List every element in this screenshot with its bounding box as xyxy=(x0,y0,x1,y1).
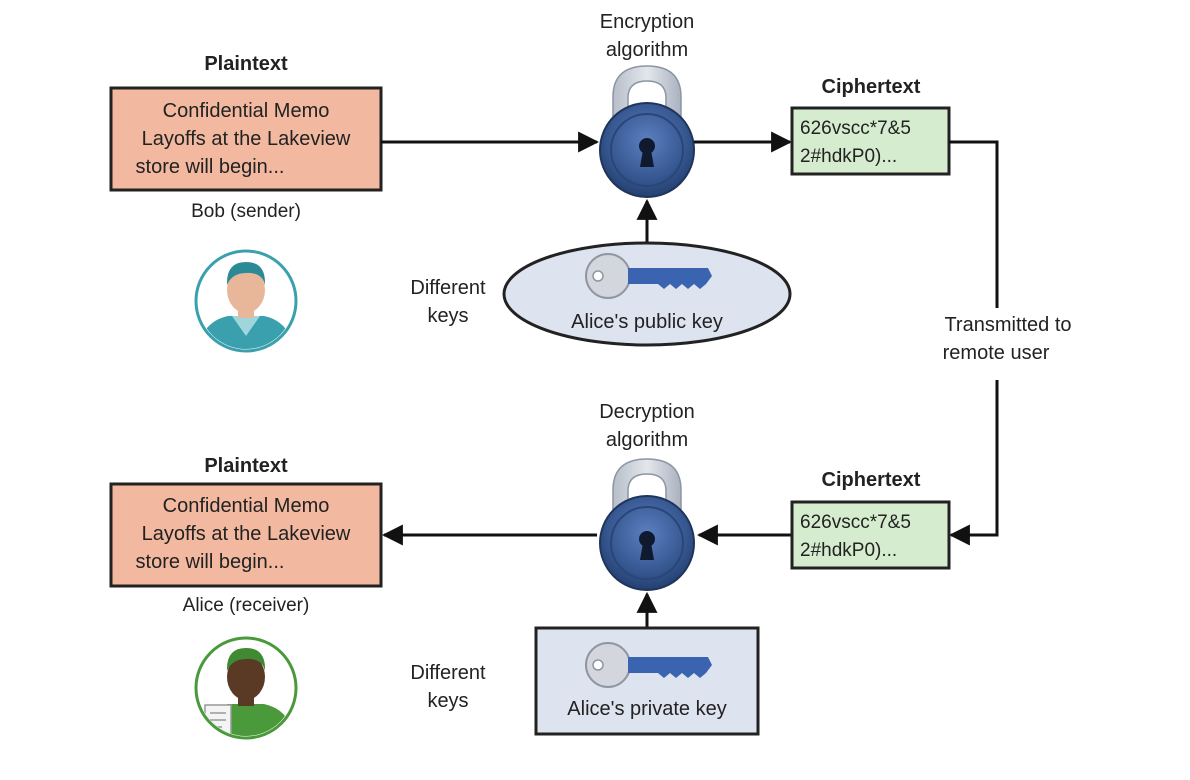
public-key-ellipse xyxy=(502,241,792,347)
transmitted-label-line-2: remote user xyxy=(943,342,1050,364)
receiver-label: Alice (receiver) xyxy=(183,595,310,616)
private-key-icon xyxy=(585,642,712,688)
encryption-algorithm-line-1: Encryption xyxy=(600,11,695,33)
bob-avatar-icon xyxy=(194,249,298,353)
decryption-algorithm-line-2: algorithm xyxy=(606,429,688,451)
transmit-line-lower xyxy=(948,380,999,546)
ciphertext-box-bottom xyxy=(790,500,951,570)
different-keys-line-1-bottom: Different xyxy=(410,662,486,684)
transmitted-label-line-1: Transmitted to xyxy=(944,314,1071,336)
public-key-icon xyxy=(585,253,712,299)
memo-line-3-top: store will begin... xyxy=(136,156,285,178)
plaintext-heading-top: Plaintext xyxy=(204,53,288,75)
plaintext-memo-box-bottom xyxy=(109,482,383,588)
plaintext-memo-box-top xyxy=(109,86,383,192)
private-key-label: Alice's private key xyxy=(567,698,726,720)
sender-label: Bob (sender) xyxy=(191,201,301,222)
different-keys-line-1-top: Different xyxy=(410,277,486,299)
different-keys-line-2-top: keys xyxy=(427,305,468,327)
cipher-line-2-bottom: 2#hdkP0)... xyxy=(800,540,897,561)
cipher-line-1-top: 626vscc*7&5 xyxy=(800,118,911,139)
different-keys-line-2-bottom: keys xyxy=(427,690,468,712)
memo-line-1-bottom: Confidential Memo xyxy=(163,495,330,517)
memo-line-3-bottom: store will begin... xyxy=(136,551,285,573)
cipher-line-1-bottom: 626vscc*7&5 xyxy=(800,512,911,533)
decryption-lock-icon xyxy=(599,458,695,591)
alice-avatar-icon xyxy=(194,636,298,740)
memo-line-2-top: Layoffs at the Lakeview xyxy=(142,128,351,150)
memo-line-2-bottom: Layoffs at the Lakeview xyxy=(142,523,351,545)
encryption-algorithm-line-2: algorithm xyxy=(606,39,688,61)
public-key-label: Alice's public key xyxy=(571,311,723,333)
private-key-box xyxy=(534,626,760,736)
encryption-lock-icon xyxy=(599,65,695,198)
memo-line-1-top: Confidential Memo xyxy=(163,100,330,122)
cipher-line-2-top: 2#hdkP0)... xyxy=(800,146,897,167)
decryption-algorithm-line-1: Decryption xyxy=(599,401,695,423)
ciphertext-heading-bottom: Ciphertext xyxy=(822,469,921,491)
transmit-line-upper xyxy=(949,140,999,308)
ciphertext-heading-top: Ciphertext xyxy=(822,76,921,98)
ciphertext-box-top xyxy=(790,106,951,176)
plaintext-heading-bottom: Plaintext xyxy=(204,455,288,477)
